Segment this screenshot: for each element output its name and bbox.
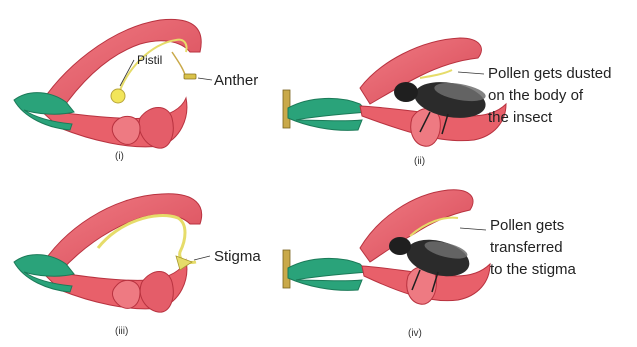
pollen-dusted-label-line-2: on the body of	[488, 87, 584, 104]
pollen-transfer-label-line-2: transferred	[490, 239, 563, 256]
pollen-transfer-label-line-3: to the stigma	[490, 261, 577, 278]
flower-panel-iii: Stigma (iii)	[14, 194, 261, 337]
flower-panel-ii: Pollen gets dusted on the body of the in…	[283, 38, 611, 167]
sepal	[288, 258, 368, 290]
panel-numeral-i: (i)	[115, 151, 124, 162]
flower-panel-i: Pistil Anther (i)	[14, 19, 258, 162]
pollen-leader	[458, 72, 484, 74]
insect-head	[389, 237, 411, 255]
panel-numeral-iii: (iii)	[115, 326, 128, 337]
pollen-transfer-leader	[460, 228, 486, 230]
stigma-leader	[194, 256, 210, 260]
pollen-transfer-label-line-1: Pollen gets	[490, 217, 564, 234]
pistil-label: Pistil	[137, 53, 162, 67]
flower-panel-iv: Pollen gets transferred to the stigma (i…	[283, 190, 577, 339]
panel-numeral-iv: (iv)	[408, 328, 422, 339]
anther-label: Anther	[214, 72, 258, 89]
anther-leader	[198, 78, 212, 80]
stigma-label: Stigma	[214, 248, 261, 265]
insect-head	[394, 82, 418, 102]
pistil-leader	[120, 60, 134, 86]
panel-numeral-ii: (ii)	[414, 156, 425, 167]
pollen-dusted-label-line-1: Pollen gets dusted	[488, 65, 611, 82]
anther-icon	[184, 74, 196, 79]
ovary	[111, 89, 125, 103]
pollen-dusted-label-line-3: the insect	[488, 109, 553, 126]
side-petal	[411, 108, 441, 146]
sepal	[288, 98, 368, 130]
